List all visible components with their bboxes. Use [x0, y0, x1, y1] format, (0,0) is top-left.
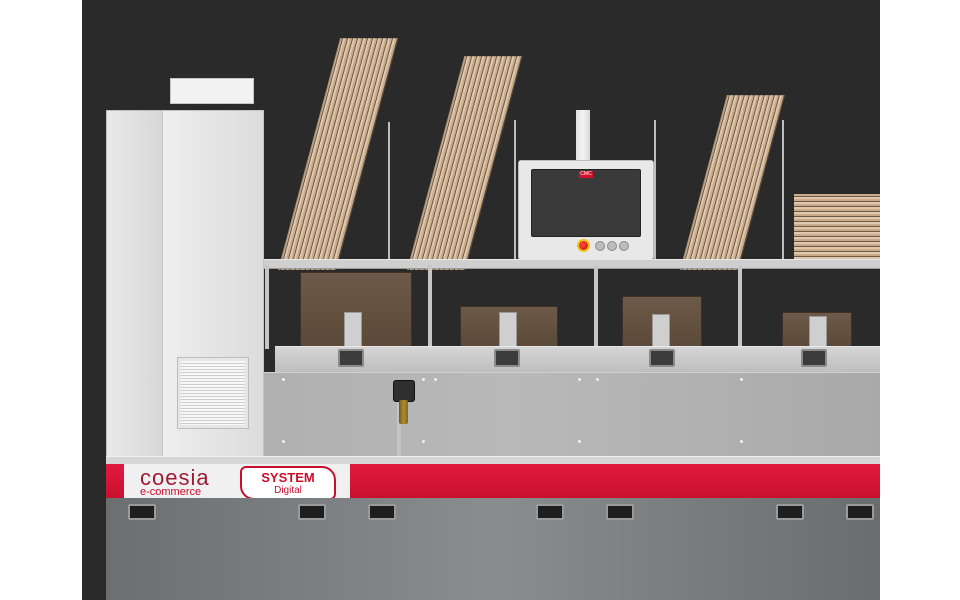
- scanner-body: [399, 400, 408, 424]
- rivet: [434, 378, 437, 381]
- system-digital-badge: SYSTEM Digital: [240, 466, 336, 500]
- conveyor-lower-panel: [264, 372, 880, 457]
- base-handle[interactable]: [606, 504, 634, 520]
- base-handle[interactable]: [298, 504, 326, 520]
- rivet: [282, 378, 285, 381]
- rivet: [740, 378, 743, 381]
- guide-handle[interactable]: [649, 349, 675, 367]
- emergency-stop-icon[interactable]: [579, 241, 588, 250]
- conveyor-side-guide: [275, 346, 880, 374]
- hmi-button-1[interactable]: [595, 241, 605, 251]
- machine-base: [106, 498, 880, 600]
- box-clamp: [344, 312, 362, 348]
- hmi-screen[interactable]: [531, 169, 641, 237]
- rivet: [578, 378, 581, 381]
- base-handle[interactable]: [776, 504, 804, 520]
- box-clamp: [652, 314, 670, 348]
- box-clamp: [809, 316, 827, 348]
- hmi-button-2[interactable]: [607, 241, 617, 251]
- cardboard-stack-3: [680, 95, 785, 270]
- coesia-logo-subtitle: e-commerce: [140, 486, 202, 498]
- frame-post: [265, 265, 269, 349]
- base-handle[interactable]: [536, 504, 564, 520]
- rivet: [282, 440, 285, 443]
- guide-rod: [388, 122, 390, 262]
- coesia-logo: coesia e-commerce: [140, 464, 236, 498]
- system-badge-sub: Digital: [274, 485, 302, 496]
- rivet: [422, 440, 425, 443]
- guide-handle[interactable]: [338, 349, 364, 367]
- cardboard-stack-2: [407, 56, 523, 270]
- rivet: [740, 440, 743, 443]
- frame-post: [738, 265, 742, 349]
- base-handle[interactable]: [846, 504, 874, 520]
- ventilation-grille-icon: [178, 358, 248, 428]
- guide-rod: [514, 120, 516, 262]
- system-badge-main: SYSTEM: [261, 470, 315, 485]
- rivet: [578, 440, 581, 443]
- base-top-edge: [106, 456, 880, 465]
- cardboard-stack-1: [278, 38, 399, 270]
- rivet: [596, 378, 599, 381]
- scanner-pole: [397, 398, 401, 456]
- guide-handle[interactable]: [801, 349, 827, 367]
- box-clamp: [499, 312, 517, 348]
- guide-handle[interactable]: [494, 349, 520, 367]
- cabinet-top-unit: [170, 78, 254, 104]
- cardboard-stack-flat: [794, 194, 880, 260]
- coesia-logo-word: coesia: [140, 465, 210, 490]
- base-handle[interactable]: [368, 504, 396, 520]
- barcode-scanner-icon: [393, 380, 415, 402]
- guide-rod: [654, 120, 656, 262]
- frame-post: [428, 265, 432, 349]
- hmi-mount-post: [576, 110, 590, 162]
- frame-post: [594, 265, 598, 349]
- hmi-button-3[interactable]: [619, 241, 629, 251]
- hmi-brand-badge: CMC: [579, 171, 593, 178]
- machine-scene: CMC coesia e-com: [82, 0, 880, 600]
- conveyor-top-rail: [262, 259, 880, 269]
- guide-rod: [782, 120, 784, 262]
- cabinet-door-left[interactable]: [106, 110, 164, 458]
- hmi-panel[interactable]: CMC: [518, 160, 654, 260]
- base-handle[interactable]: [128, 504, 156, 520]
- rivet: [422, 378, 425, 381]
